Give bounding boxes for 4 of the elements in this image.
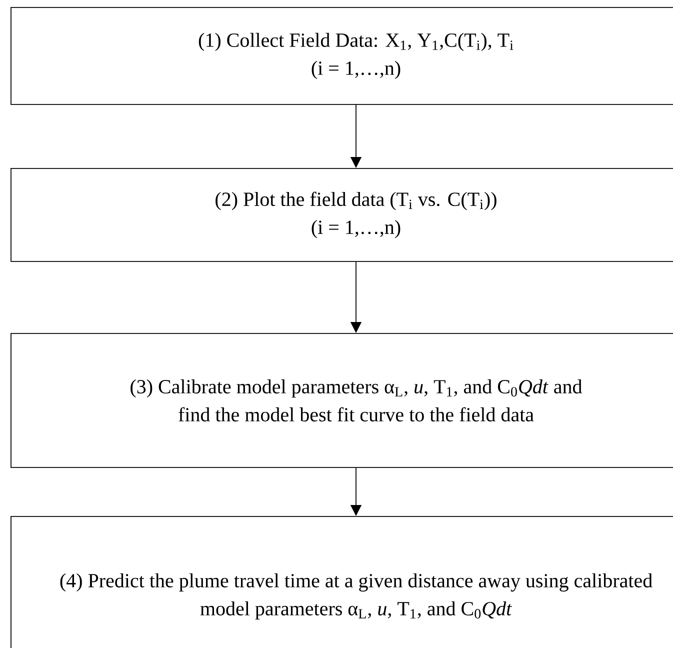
process-box: (2) Plot the field data (T$_{i}$ vs. C(T$_{i}$)) (i = 1,…,n) (10, 168, 673, 262)
process-box: (3) Calibrate model parameters α$_{L}$, u, T$_{1}$, and C$_{0}$Qdt and find the model best fit curve to the field data (10, 333, 673, 468)
process-box: (4) Predict the plume travel time at a given distance away using calibrated model parameters α$_{L}$, u, T$_{1}$, and C$_{0}$Qdt (10, 516, 673, 648)
process-box: (1) Collect Field Data: X$_{1}$, Y$_{1}$,C(T$_{i}$), T$_{i}$ (i = 1,…,n) (10, 7, 673, 105)
